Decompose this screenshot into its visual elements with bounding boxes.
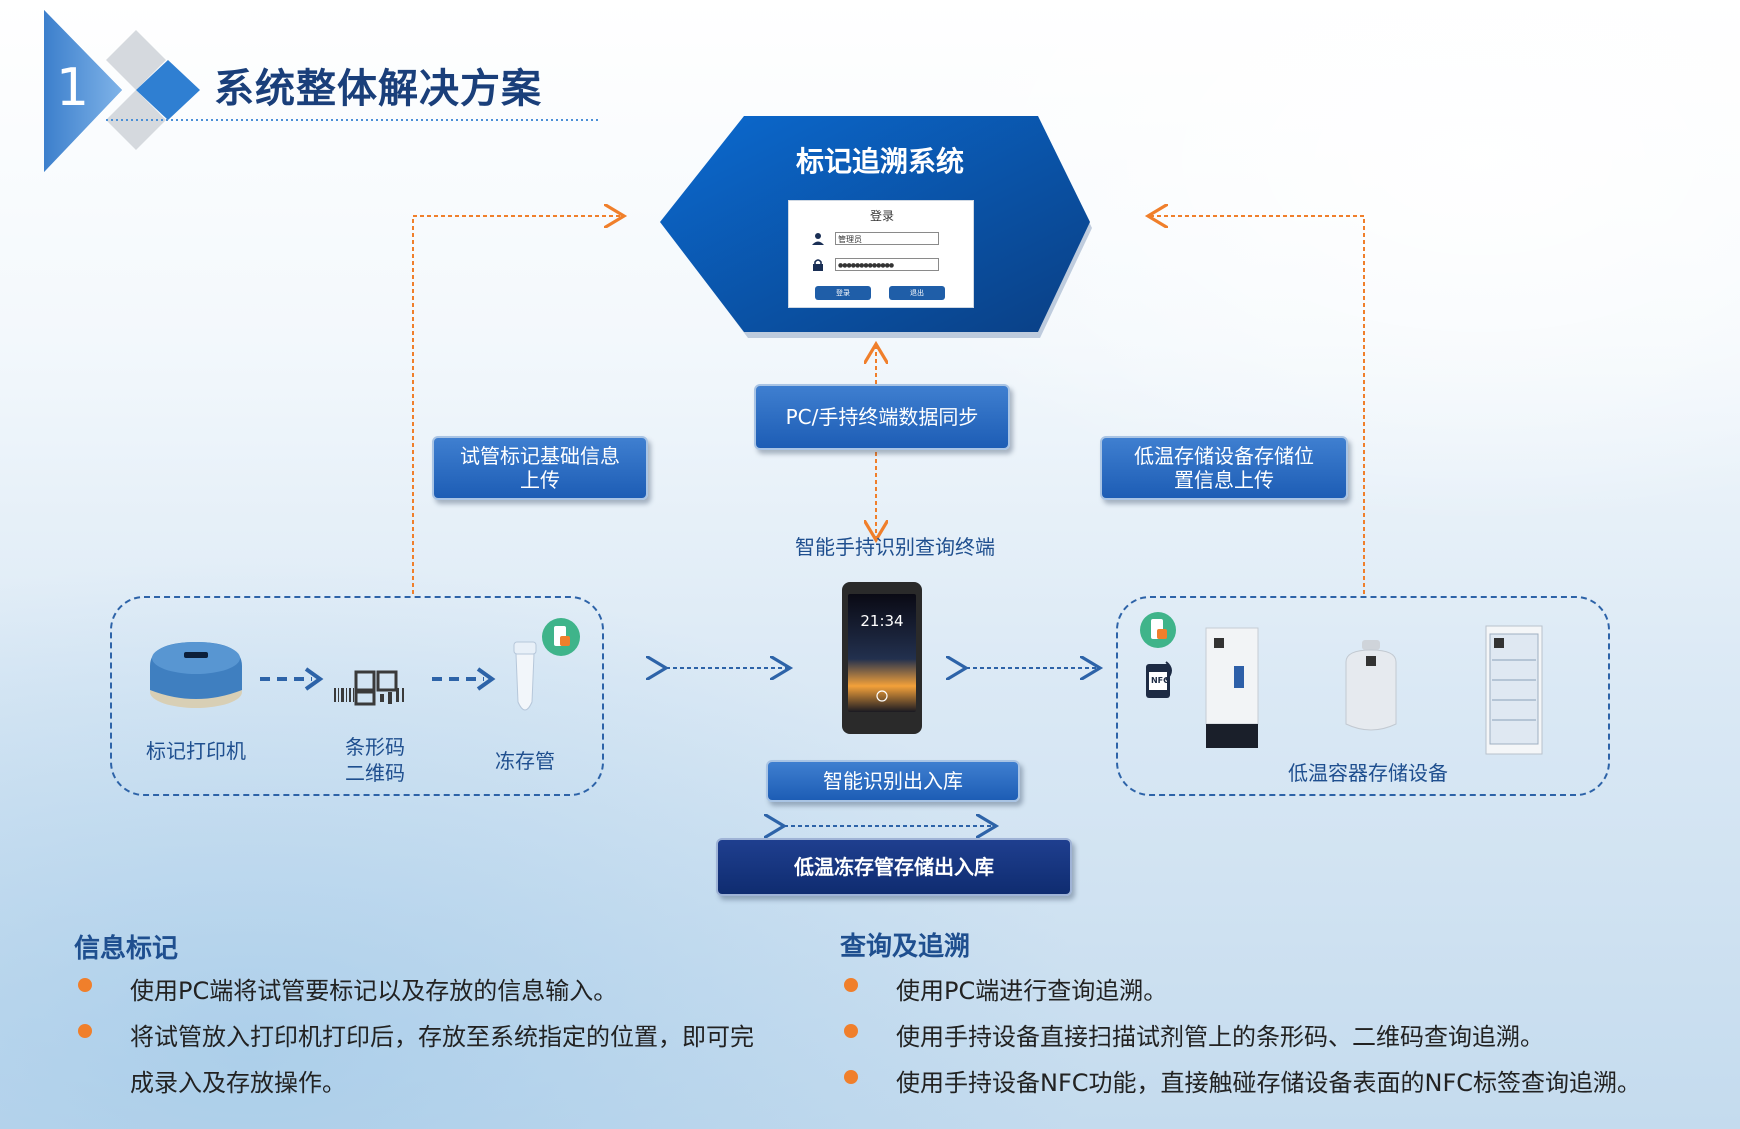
nfc-tag-icon xyxy=(1146,661,1172,698)
system-title: 标记追溯系统 xyxy=(795,145,964,178)
nfc-phone-icon xyxy=(1140,612,1176,648)
storage-upload-label: 低温存储设备存储位 置信息上传 xyxy=(1100,436,1348,500)
section-number: 1 xyxy=(56,58,90,118)
list-item: 使用手持设备直接扫描试剂管上的条形码、二维码查询追溯。 xyxy=(844,1014,1544,1060)
nfc-text: NFC xyxy=(1150,676,1170,685)
list-item: 将试管放入打印机打印后，存放至系统指定的位置，即可完 成录入及存放操作。 xyxy=(78,1014,754,1106)
bullet-dot xyxy=(844,1024,858,1038)
login-heading: 登录 xyxy=(869,209,894,223)
password-field[interactable]: ●●●●●●●●●●●●● xyxy=(835,258,939,271)
lock-icon xyxy=(813,259,823,271)
login-button[interactable]: 登录 xyxy=(815,286,871,300)
barcode-qrcode-icon xyxy=(334,670,404,706)
user-icon xyxy=(812,233,824,245)
query-heading: 查询及追溯 xyxy=(840,932,971,962)
tube-upload-label: 试管标记基础信息 上传 xyxy=(432,436,648,500)
code-label-2: 二维码 xyxy=(345,761,405,785)
storage-label: 低温容器存储设备 xyxy=(1288,761,1448,785)
username-field[interactable]: 管理员 xyxy=(835,232,939,245)
printer-label: 标记打印机 xyxy=(146,739,246,763)
tube-label: 冻存管 xyxy=(495,749,555,773)
list-item: 使用PC端将试管要标记以及存放的信息输入。 xyxy=(78,968,617,1014)
printer-icon xyxy=(150,642,242,708)
right-upload-arrow xyxy=(1148,216,1365,594)
bullet-dot xyxy=(78,1024,92,1038)
header-decoration xyxy=(44,10,600,172)
smart-io-label: 智能识别出入库 xyxy=(766,760,1020,802)
code-label-1: 条形码 xyxy=(345,735,405,759)
bullet-dot xyxy=(844,978,858,992)
list-item: 使用手持设备NFC功能，直接触碰存储设备表面的NFC标签查询追溯。 xyxy=(844,1060,1641,1106)
liquid-nitrogen-tank-icon xyxy=(1345,640,1397,731)
handheld-terminal-label: 智能手持识别查询终端 xyxy=(795,535,995,559)
marking-heading: 信息标记 xyxy=(74,934,179,964)
login-window: 登录 管理员 ●●●●●●●●●●●●● 登录 退出 xyxy=(788,200,974,308)
refrigerator-icon xyxy=(1485,625,1543,755)
cryo-io-label: 低温冻存管存储出入库 xyxy=(716,838,1072,896)
phone-time: 21:34 xyxy=(860,612,904,630)
cryotube-icon xyxy=(513,641,537,711)
arrow-icon xyxy=(432,667,496,691)
list-item: 使用PC端进行查询追溯。 xyxy=(844,968,1167,1014)
bullet-dot xyxy=(844,1070,858,1084)
handheld-terminal-image xyxy=(842,582,922,734)
page-title: 系统整体解决方案 xyxy=(214,66,542,112)
freezer-icon xyxy=(1205,627,1259,748)
exit-button[interactable]: 退出 xyxy=(889,286,945,300)
sync-label: PC/手持终端数据同步 xyxy=(754,384,1010,450)
arrow-icon xyxy=(260,667,324,691)
bullet-dot xyxy=(78,978,92,992)
nfc-phone-icon xyxy=(542,618,580,656)
left-upload-arrow xyxy=(412,216,624,594)
storage-panel xyxy=(1116,596,1610,796)
marking-panel xyxy=(110,596,604,796)
